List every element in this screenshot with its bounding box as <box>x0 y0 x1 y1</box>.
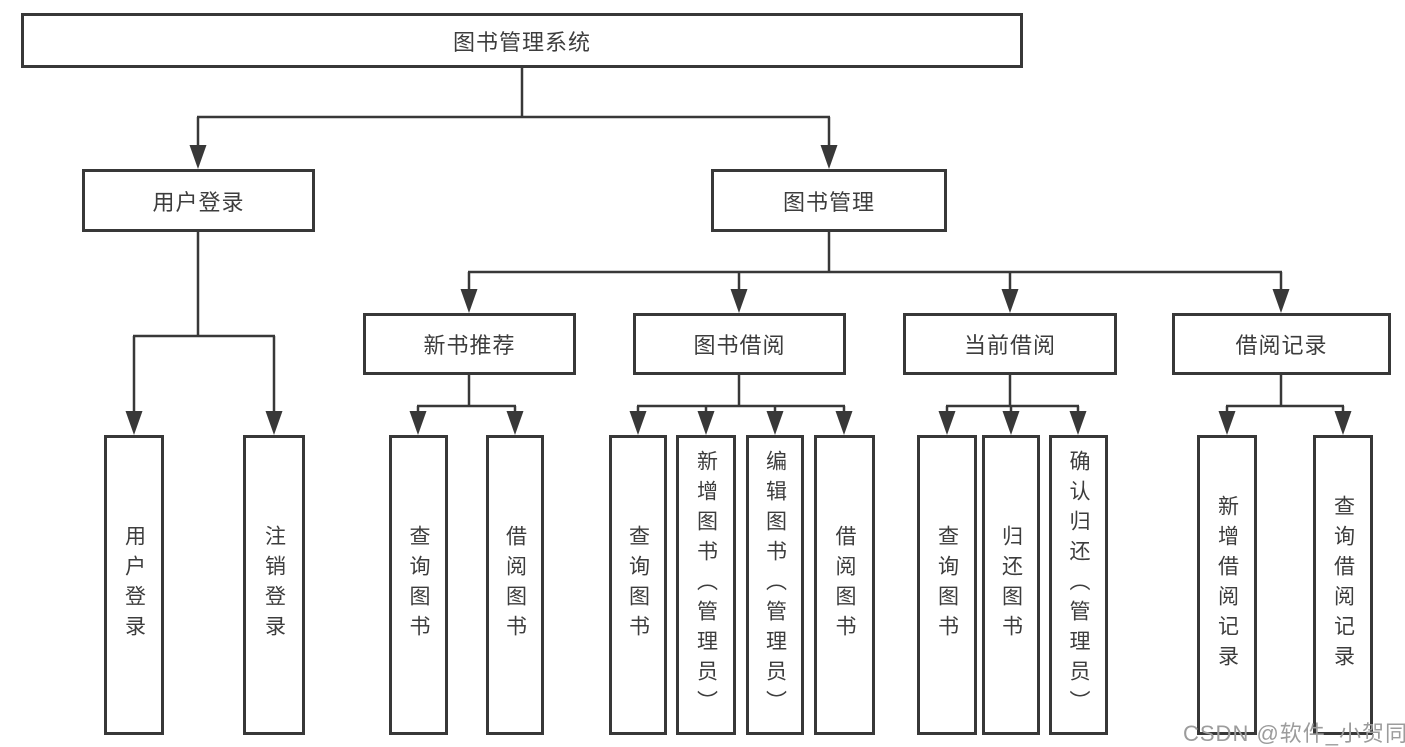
leaf-newbook-query-books-label: 查询图书 <box>407 525 430 645</box>
node-book-borrowing-label: 图书借阅 <box>693 333 786 358</box>
connector-root-to-level1 <box>189 68 838 169</box>
node-book-management: 图书管理 <box>711 169 947 232</box>
connector-borrowing-records-to-leaves <box>1218 375 1352 435</box>
leaf-query-borrow-record-label: 查询借阅记录 <box>1331 495 1355 675</box>
leaf-user-login: 用户登录 <box>104 435 164 735</box>
node-current-borrowing: 当前借阅 <box>903 313 1117 375</box>
leaf-logout: 注销登录 <box>243 435 305 735</box>
leaf-current-query-books: 查询图书 <box>917 435 977 735</box>
node-borrowing-records: 借阅记录 <box>1172 313 1391 375</box>
leaf-edit-books-admin: 编辑图书（管理员） <box>746 435 804 735</box>
leaf-newbook-borrow-books-label: 借阅图书 <box>503 525 527 645</box>
connector-new-book-to-leaves <box>409 375 524 435</box>
node-root: 图书管理系统 <box>21 13 1023 68</box>
leaf-logout-label: 注销登录 <box>262 525 286 645</box>
node-new-book-recommend-label: 新书推荐 <box>423 333 516 358</box>
connector-book-borrowing-to-leaves <box>629 375 853 435</box>
leaf-user-login-label: 用户登录 <box>122 525 146 645</box>
leaf-borrowing-query-books: 查询图书 <box>609 435 667 735</box>
node-user-login: 用户登录 <box>82 169 315 232</box>
node-book-management-label: 图书管理 <box>782 189 875 215</box>
leaf-query-borrow-record: 查询借阅记录 <box>1313 435 1373 735</box>
leaf-newbook-borrow-books: 借阅图书 <box>486 435 544 735</box>
connector-current-borrowing-to-leaves <box>938 375 1087 435</box>
node-current-borrowing-label: 当前借阅 <box>963 333 1056 358</box>
node-user-login-label: 用户登录 <box>152 189 245 215</box>
node-borrowing-records-label: 借阅记录 <box>1235 333 1328 358</box>
leaf-add-borrow-record: 新增借阅记录 <box>1197 435 1257 735</box>
node-book-borrowing: 图书借阅 <box>633 313 846 375</box>
leaf-add-books-admin: 新增图书（管理员） <box>676 435 736 735</box>
leaf-return-books: 归还图书 <box>982 435 1040 735</box>
leaf-add-books-admin-label: 新增图书（管理员） <box>694 450 718 720</box>
leaf-edit-books-admin-label: 编辑图书（管理员） <box>763 450 787 720</box>
leaf-confirm-return-admin-label: 确认归还（管理员） <box>1067 450 1090 720</box>
connector-book-management-to-level2 <box>460 232 1290 313</box>
leaf-borrowing-borrow-books-label: 借阅图书 <box>833 525 856 645</box>
leaf-confirm-return-admin: 确认归还（管理员） <box>1049 435 1108 735</box>
csdn-watermark: CSDN @软件_小贺同学 <box>1183 721 1405 746</box>
leaf-borrowing-query-books-label: 查询图书 <box>626 525 650 645</box>
leaf-current-query-books-label: 查询图书 <box>935 525 959 645</box>
connector-user-login-to-leaves <box>125 232 283 435</box>
leaf-newbook-query-books: 查询图书 <box>389 435 448 735</box>
leaf-add-borrow-record-label: 新增借阅记录 <box>1215 495 1239 675</box>
node-new-book-recommend: 新书推荐 <box>363 313 576 375</box>
leaf-borrowing-borrow-books: 借阅图书 <box>814 435 875 735</box>
node-root-label: 图书管理系统 <box>452 29 591 55</box>
leaf-return-books-label: 归还图书 <box>999 525 1023 645</box>
